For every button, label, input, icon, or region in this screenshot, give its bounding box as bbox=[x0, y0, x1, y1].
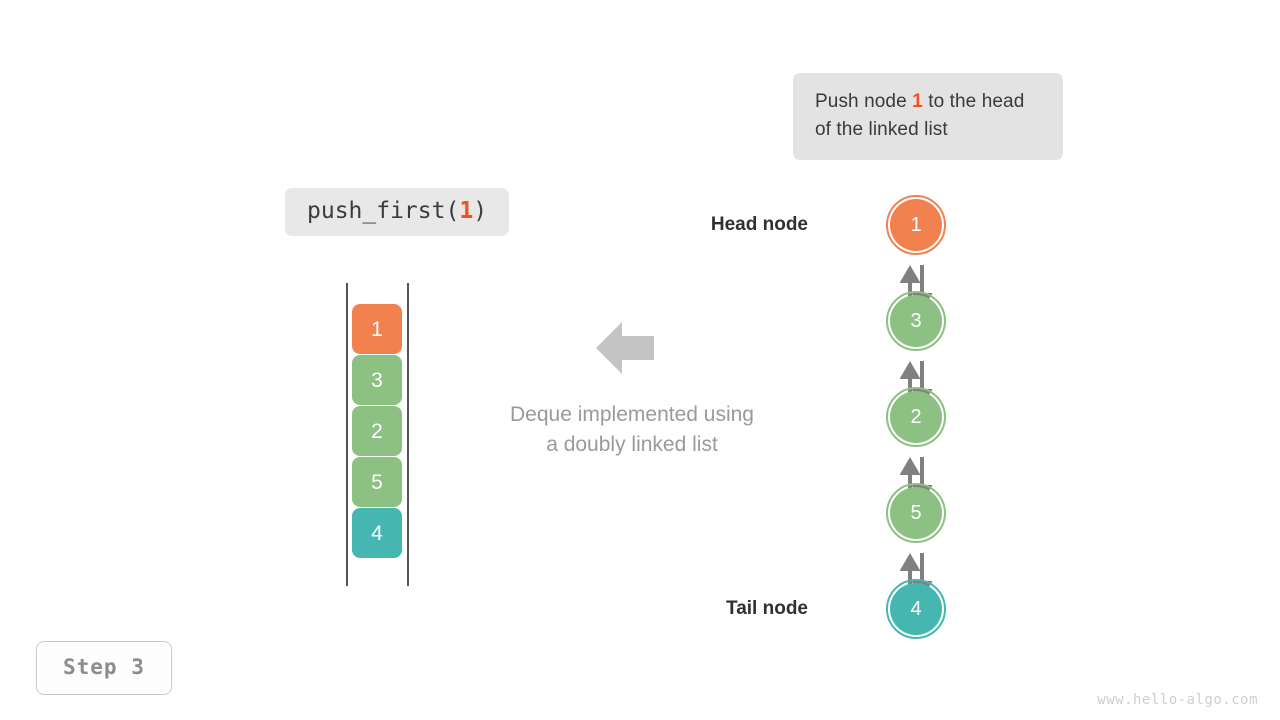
linked-list-node: 2 bbox=[886, 387, 946, 447]
array-cell: 3 bbox=[352, 355, 402, 405]
diagram-caption: Deque implemented using a doubly linked … bbox=[452, 400, 812, 460]
linked-list-node-value: 3 bbox=[910, 310, 922, 332]
array-cell: 1 bbox=[352, 304, 402, 354]
step-badge: Step 3 bbox=[36, 641, 172, 695]
linked-list-node: 3 bbox=[886, 291, 946, 351]
operation-name: push_first( bbox=[307, 198, 460, 224]
callout-text-after: to the head of the linked list bbox=[815, 91, 1025, 140]
operation-paren-close: ) bbox=[473, 198, 488, 224]
left-arrow-icon bbox=[596, 322, 654, 374]
callout-text-before: Push node bbox=[815, 91, 913, 112]
linked-list-node-value: 2 bbox=[910, 406, 922, 428]
array-cell: 5 bbox=[352, 457, 402, 507]
callout-highlight-value: 1 bbox=[912, 91, 923, 112]
array-cell: 2 bbox=[352, 406, 402, 456]
linked-list-node-value: 5 bbox=[910, 502, 922, 524]
tail-node-label: Tail node bbox=[726, 598, 808, 619]
head-node-label: Head node bbox=[710, 214, 808, 235]
watermark: www.hello-algo.com bbox=[1097, 692, 1258, 708]
linked-list-node-value: 1 bbox=[910, 214, 922, 236]
array-cell: 4 bbox=[352, 508, 402, 558]
operation-argument: 1 bbox=[459, 198, 474, 224]
caption-line-1: Deque implemented using bbox=[510, 403, 754, 426]
callout-push-node: Push node 1 to the head of the linked li… bbox=[793, 73, 1063, 161]
linked-list-node: 5 bbox=[886, 483, 946, 543]
linked-list-node-value: 4 bbox=[910, 598, 922, 620]
caption-line-2: a doubly linked list bbox=[546, 432, 718, 456]
array-rail-left bbox=[346, 283, 348, 586]
array-rail-right bbox=[407, 283, 409, 586]
doubly-linked-list: 1 3 2 5 4 bbox=[885, 190, 955, 642]
linked-list-node: 1 bbox=[886, 195, 946, 255]
linked-list-node: 4 bbox=[886, 579, 946, 639]
operation-label: push_first(1) bbox=[285, 188, 510, 236]
